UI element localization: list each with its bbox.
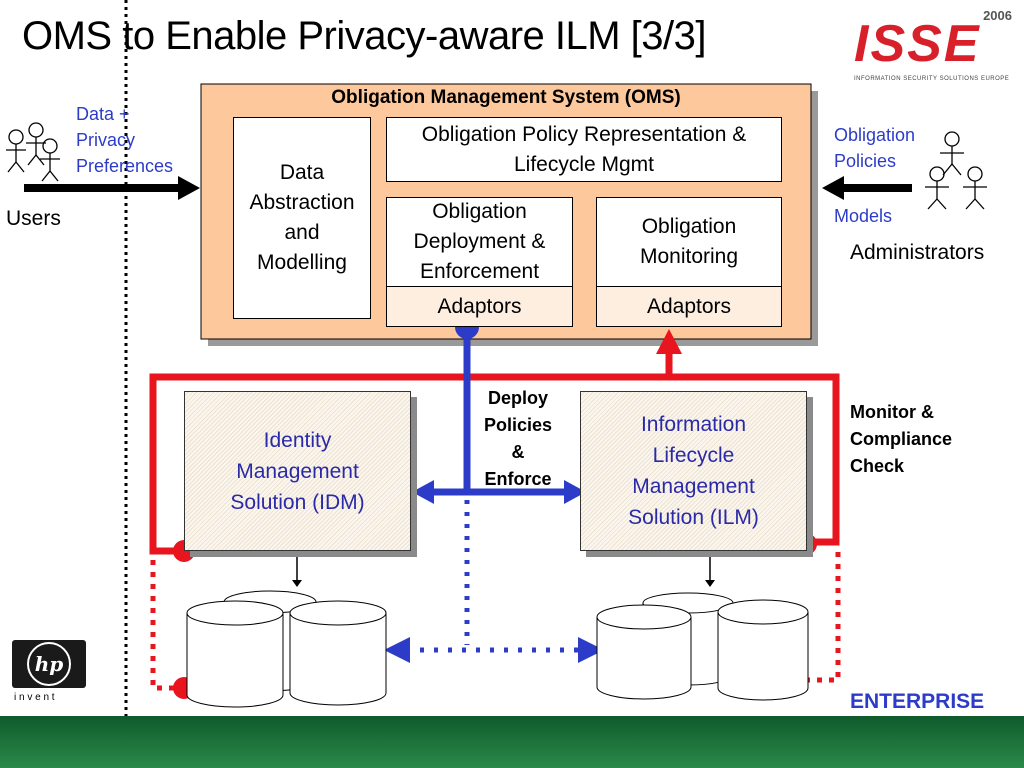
- idm-databases: [186, 590, 387, 708]
- monitor-label: Monitor & Compliance Check: [850, 402, 953, 476]
- administrators-label: Administrators: [850, 241, 985, 264]
- footer-bar: [0, 716, 1024, 768]
- isse-logo: 2006 ISSE INFORMATION SECURITY SOLUTIONS…: [850, 8, 1020, 90]
- oms-header: Obligation Management System (OMS): [331, 87, 681, 108]
- hp-logo-letters: hp: [34, 652, 64, 676]
- ilm-databases: [596, 592, 809, 701]
- deploy-label: Deploy Policies & Enforce: [483, 388, 553, 489]
- hp-logo: hp i n v e n t: [12, 640, 87, 710]
- admins-arrow: [822, 176, 844, 200]
- monitor-loop: [149, 350, 840, 555]
- ilm-solution: Information Lifecycle Management Solutio…: [580, 391, 807, 551]
- deployment-box: Obligation Deployment & Enforcement: [386, 197, 573, 287]
- monitor-arrowhead: [656, 329, 682, 354]
- hp-logo-circle: hp: [27, 642, 71, 686]
- policy-mgmt-box: Obligation Policy Representation & Lifec…: [386, 117, 782, 182]
- adaptors-left: Adaptors: [386, 286, 573, 327]
- users-arrow: [178, 176, 200, 200]
- logo-name: ISSE: [854, 15, 981, 73]
- footer-enterprise: ENTERPRISE: [850, 690, 985, 713]
- hp-invent: i n v e n t: [14, 692, 55, 703]
- models-label: Models: [834, 206, 893, 226]
- idm-solution: Identity Management Solution (IDM): [184, 391, 411, 551]
- adaptors-right: Adaptors: [596, 286, 782, 327]
- policies-input-label: Obligation Policies: [834, 125, 916, 171]
- logo-tagline: INFORMATION SECURITY SOLUTIONS EUROPE: [854, 76, 1010, 82]
- users-figures: [6, 122, 60, 182]
- data-abstraction-box: Data Abstraction and Modelling: [233, 117, 371, 319]
- users-input-label: Data + Privacy Preferences: [76, 104, 174, 176]
- administrators-figures: [925, 131, 987, 210]
- users-label: Users: [6, 207, 61, 230]
- slide-title: OMS to Enable Privacy-aware ILM [3/3]: [22, 14, 707, 58]
- monitoring-box: Obligation Monitoring: [596, 197, 782, 287]
- logo-year: 2006: [983, 8, 1012, 23]
- hp-logo-mark: hp: [12, 640, 86, 688]
